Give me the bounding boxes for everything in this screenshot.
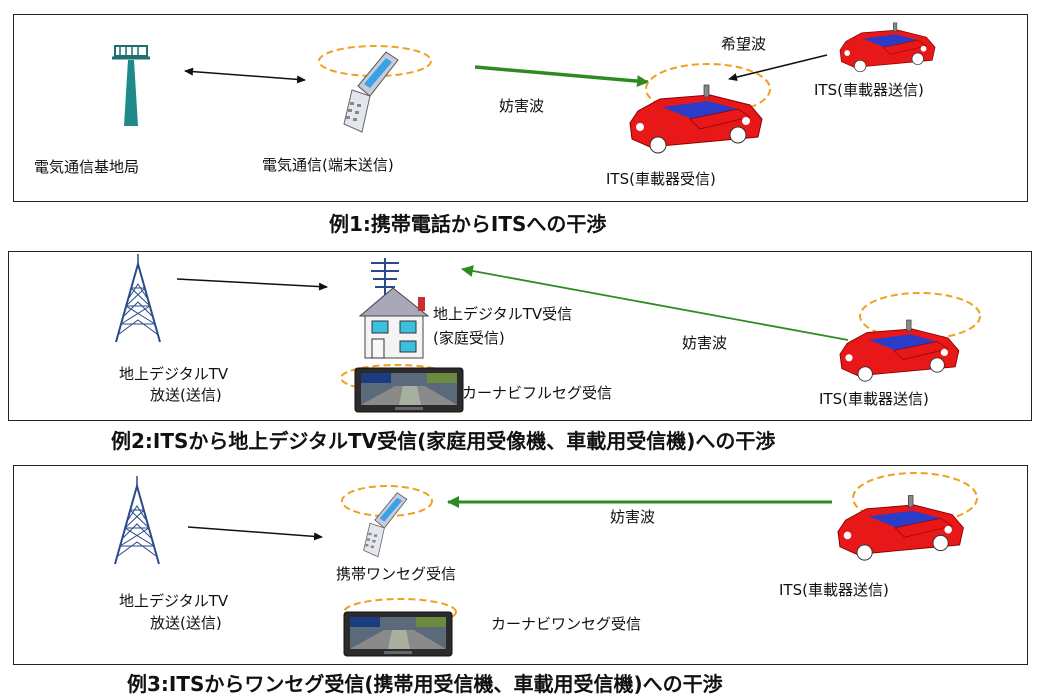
example-3-panel [13, 465, 1028, 665]
terminal-tx-label: 電気通信(端末送信) [262, 156, 394, 174]
interference-arrow-2 [461, 265, 849, 341]
broadcast-link-arrow-3 [187, 526, 323, 541]
interference-label-2: 妨害波 [682, 334, 728, 352]
its-tx-label-1: ITS(車載器送信) [814, 81, 924, 99]
carnavi-fullseg-label: カーナビフルセグ受信 [462, 384, 613, 402]
broadcast-label-2b: 放送(送信) [150, 386, 222, 404]
desired-wave-arrow [728, 54, 828, 81]
broadcast-label-2a: 地上デジタルTV [119, 365, 229, 383]
carnavi-oneseg-label: カーナビワンセグ受信 [491, 615, 642, 633]
broadcast-tower-icon-3 [114, 475, 160, 565]
broadcast-tower-icon-2 [115, 253, 161, 343]
interference-label-1: 妨害波 [499, 97, 545, 115]
example-3-caption: 例3:ITSからワンセグ受信(携帯用受信機、車載用受信機)への干渉 [127, 672, 723, 696]
its-tx-label-2: ITS(車載器送信) [819, 390, 929, 408]
carnavi-fullseg-icon [354, 367, 464, 413]
its-tx-car-icon-1 [839, 22, 936, 73]
mobile-phone-icon [343, 51, 399, 133]
desired-wave-label: 希望波 [721, 35, 767, 53]
home-rx-label-a: 地上デジタルTV受信 [433, 305, 573, 323]
base-station-mast-icon [112, 45, 150, 126]
its-tx-label-3: ITS(車載器送信) [779, 581, 889, 599]
example-2-caption: 例2:ITSから地上デジタルTV受信(家庭用受像機、車載用受信機)への干渉 [111, 429, 776, 453]
its-rx-car-icon [629, 84, 763, 154]
its-tx-car-icon-2 [839, 319, 960, 382]
broadcast-label-3a: 地上デジタルTV [119, 592, 229, 610]
its-rx-label: ITS(車載器受信) [606, 170, 716, 188]
example-1-caption: 例1:携帯電話からITSへの干渉 [329, 212, 607, 236]
mobile-oneseg-label: 携帯ワンセグ受信 [336, 565, 457, 583]
house-icon [358, 287, 430, 359]
base-station-label: 電気通信基地局 [34, 158, 140, 176]
broadcast-link-arrow-2 [176, 278, 328, 291]
interference-arrow-1 [474, 65, 649, 88]
carnavi-oneseg-icon [343, 611, 453, 657]
interference-label-3: 妨害波 [610, 508, 656, 526]
mobile-oneseg-phone-icon [363, 492, 408, 558]
home-rx-label-b: (家庭受信) [433, 329, 505, 347]
base-terminal-link-arrow [184, 67, 306, 84]
broadcast-label-3b: 放送(送信) [150, 614, 222, 632]
